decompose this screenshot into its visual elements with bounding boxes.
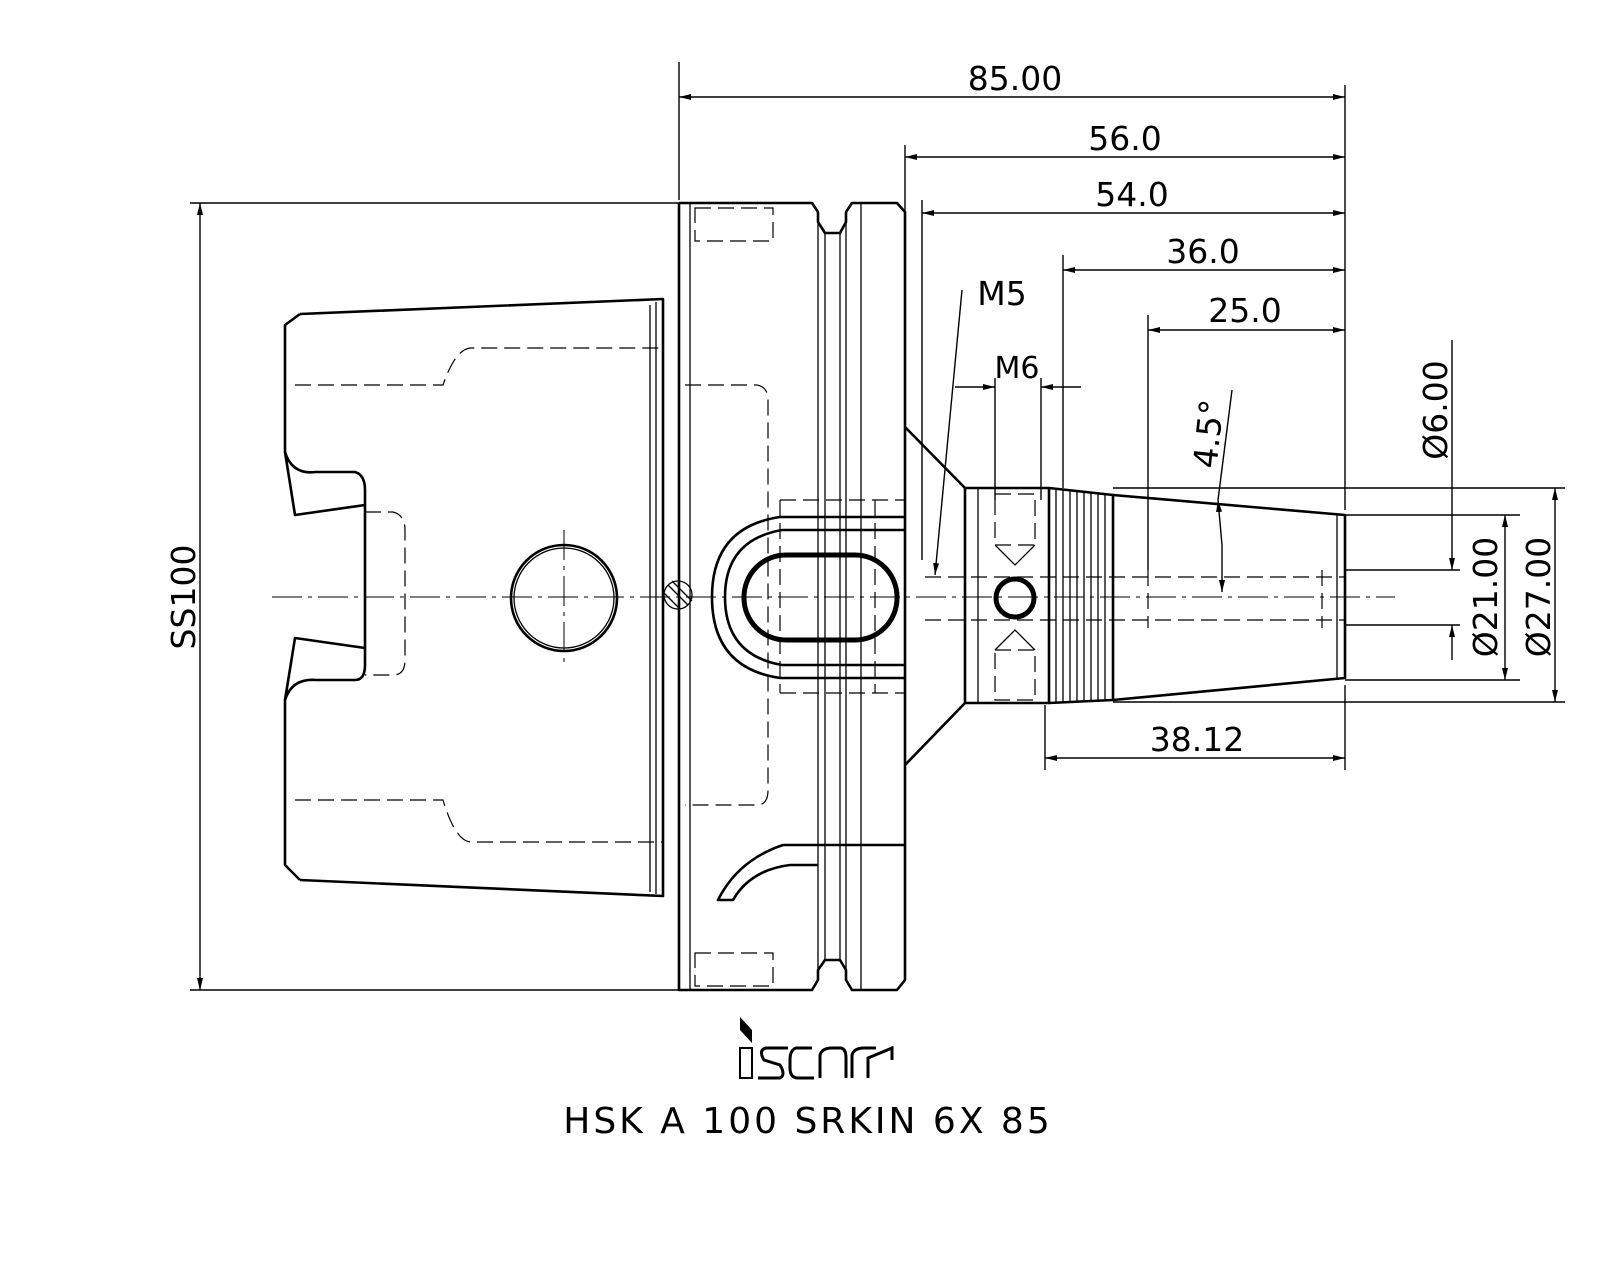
- iscar-logo: [739, 1017, 894, 1080]
- dim-flange: SS100: [164, 545, 203, 650]
- dim-taper-angle: 4.5°: [1186, 397, 1232, 470]
- flange: [677, 201, 907, 992]
- hsk-shank: [283, 297, 769, 898]
- thread-lines: [1055, 489, 1106, 702]
- nose-body: [904, 426, 1347, 766]
- dim-thread-length: 38.12: [1150, 720, 1244, 759]
- dim-36: 36.0: [1166, 232, 1239, 271]
- dim-bore-diameter: Ø6.00: [1416, 360, 1455, 459]
- part-name: HSK A 100 SRKIN 6X 85: [563, 1101, 1052, 1142]
- dim-25: 25.0: [1208, 291, 1281, 330]
- dimension-lines: [190, 62, 1565, 991]
- dim-54: 54.0: [1095, 175, 1168, 214]
- dim-body-diameter: Ø27.00: [1519, 537, 1558, 657]
- dim-m6: M6: [995, 351, 1040, 386]
- dim-nose-diameter: Ø21.00: [1466, 537, 1505, 657]
- dim-56: 56.0: [1088, 119, 1161, 158]
- dim-overall-length: 85.00: [968, 59, 1062, 98]
- dim-m5: M5: [977, 274, 1026, 313]
